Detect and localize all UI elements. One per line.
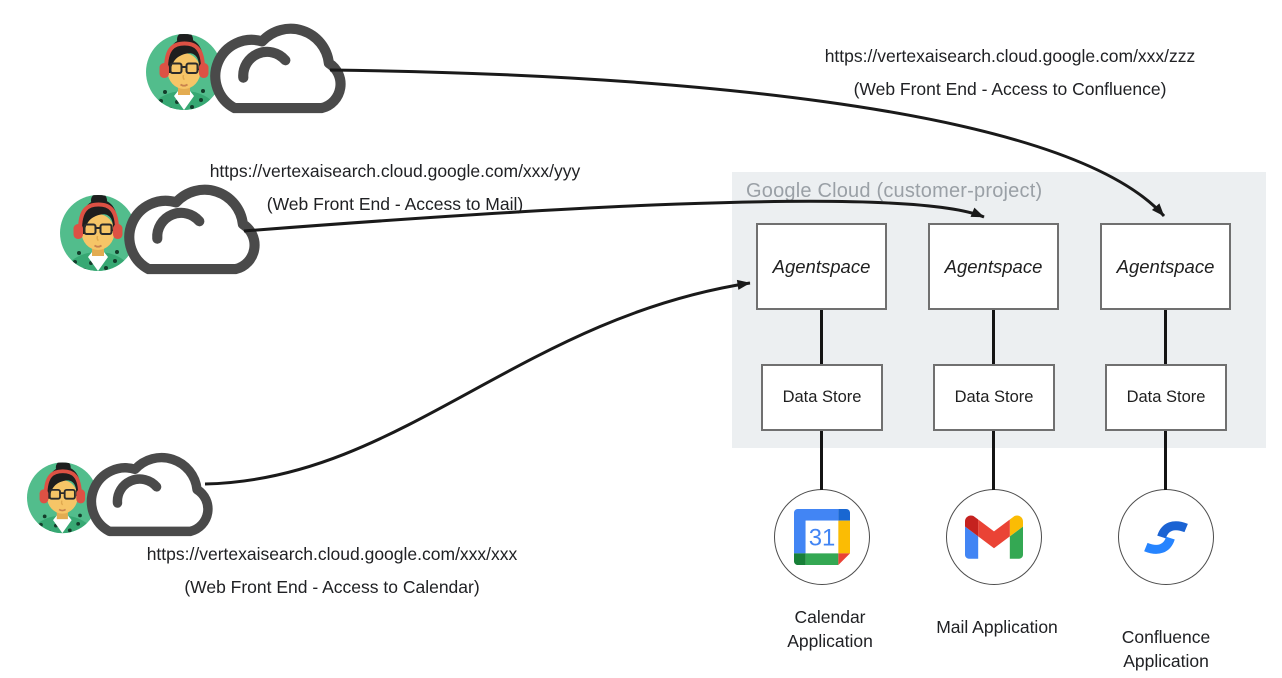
mail-app-circle — [946, 489, 1042, 585]
confluence-icon — [1144, 521, 1188, 554]
agentspace-box-calendar: Agentspace — [756, 223, 887, 310]
datastore-box-confluence: Data Store — [1105, 364, 1227, 431]
google-calendar-icon: 31 — [794, 509, 850, 565]
url-text: https://vertexaisearch.cloud.google.com/… — [824, 46, 1196, 66]
url-block-calendar: https://vertexaisearch.cloud.google.com/… — [112, 538, 552, 604]
calendar-app-label: Calendar Application — [787, 607, 873, 651]
confluence-app-label: Confluence Application — [1121, 627, 1211, 671]
agentspace-box-mail: Agentspace — [928, 223, 1059, 310]
user-avatar-cloud-calendar — [27, 458, 208, 566]
datastore-box-mail: Data Store — [933, 364, 1055, 431]
datastore-label: Data Store — [782, 388, 862, 406]
agentspace-box-confluence: Agentspace — [1100, 223, 1231, 310]
user-avatar-cloud-confluence — [146, 29, 341, 145]
datastore-label: Data Store — [1126, 388, 1206, 406]
gmail-icon — [965, 515, 1023, 559]
url-caption: (Web Front End - Access to Calendar) — [184, 577, 480, 597]
confluence-app-circle — [1118, 489, 1214, 585]
agentspace-label: Agentspace — [772, 255, 871, 277]
agentspace-label: Agentspace — [1116, 255, 1215, 277]
mail-app-label: Mail Application — [936, 617, 1058, 637]
svg-text:31: 31 — [809, 524, 836, 551]
calendar-app-circle: 31 — [774, 489, 870, 585]
datastore-box-calendar: Data Store — [761, 364, 883, 431]
url-text: https://vertexaisearch.cloud.google.com/… — [146, 544, 518, 564]
user-avatar-cloud-mail — [60, 190, 255, 306]
datastore-label: Data Store — [954, 388, 1034, 406]
agentspace-label: Agentspace — [944, 255, 1043, 277]
